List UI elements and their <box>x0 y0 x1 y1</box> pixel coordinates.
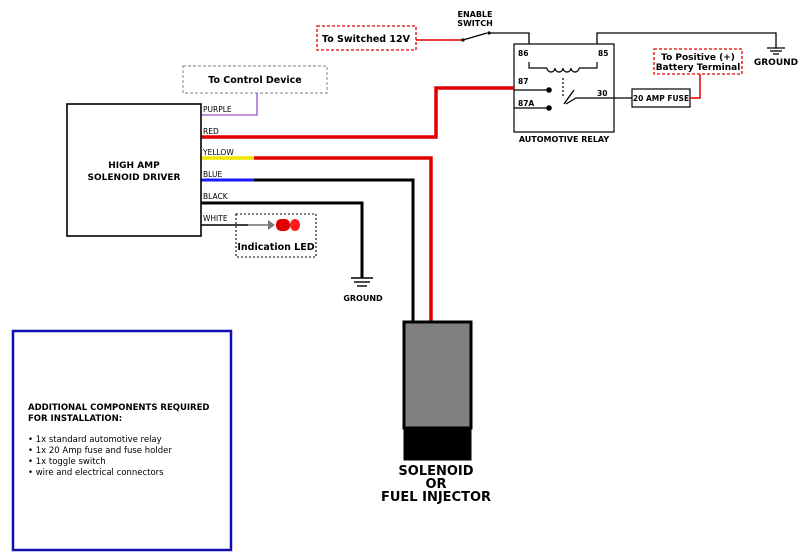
components-item: • 1x standard automotive relay <box>28 435 162 445</box>
yellow-red-wire <box>254 156 433 322</box>
components-title-line2: FOR INSTALLATION: <box>28 414 122 424</box>
relay-pin-87a: 87A <box>518 99 534 108</box>
relay-box <box>513 43 615 133</box>
relay-contacts <box>514 78 614 111</box>
ground-bottom-icon <box>351 277 373 287</box>
driver-title-line2: SOLENOID DRIVER <box>88 173 181 183</box>
ground-top-icon <box>767 47 785 55</box>
fuse-battery-wire <box>690 74 701 99</box>
battery-terminal-box <box>653 48 743 75</box>
black-wire <box>201 201 364 278</box>
relay-pin-86: 86 <box>518 49 528 58</box>
solenoid-body <box>402 320 473 430</box>
solenoid-label-line1: SOLENOID <box>398 464 473 479</box>
red-wire <box>201 86 514 139</box>
wire-label-yellow: YELLOW <box>202 148 234 157</box>
led-box <box>235 213 317 258</box>
components-list: • 1x standard automotive relay • 1x 20 A… <box>28 435 172 478</box>
wire-label-purple: PURPLE <box>203 105 232 114</box>
solenoid-base <box>403 427 472 461</box>
relay-pin-87: 87 <box>518 77 528 86</box>
relay-pin-85: 85 <box>598 49 608 58</box>
components-item: • 1x toggle switch <box>28 457 106 467</box>
battery-terminal-line2: Battery Terminal <box>656 63 741 73</box>
ground-top-label: GROUND <box>754 58 798 68</box>
led-icon <box>248 219 300 231</box>
ground-bottom-label: GROUND <box>343 294 383 303</box>
enable-switch-label-line2: SWITCH <box>457 19 493 28</box>
relay-pin-30: 30 <box>597 89 607 98</box>
solenoid-label-line3: FUEL INJECTOR <box>381 490 491 505</box>
battery-terminal-line1: To Positive (+) <box>661 53 735 63</box>
wire-label-white: WHITE <box>203 214 228 223</box>
control-device-label: To Control Device <box>208 75 301 86</box>
components-item: • wire and electrical connectors <box>28 468 164 478</box>
components-box <box>11 329 233 552</box>
fuse-label: 20 AMP FUSE <box>633 94 689 103</box>
driver-box <box>66 103 202 237</box>
switched-12v-label: To Switched 12V <box>322 34 411 45</box>
control-device-box <box>182 65 328 94</box>
relay-caption: AUTOMOTIVE RELAY <box>519 135 609 144</box>
blue-black-wire <box>254 178 415 322</box>
purple-wire <box>201 93 258 116</box>
relay-coil <box>528 62 598 73</box>
solenoid-label-line2: OR <box>425 477 446 492</box>
components-title-line1: ADDITIONAL COMPONENTS REQUIRED <box>28 403 209 413</box>
driver-title-line1: HIGH AMP <box>108 161 160 171</box>
wire-label-red: RED <box>203 127 219 136</box>
components-item: • 1x 20 Amp fuse and fuse holder <box>28 446 172 456</box>
enable-switch-label-line1: ENABLE <box>457 10 492 19</box>
switched-12v-box <box>316 25 417 51</box>
led-label: Indication LED <box>237 242 314 253</box>
wire-label-blue: BLUE <box>203 170 222 179</box>
wire-label-black: BLACK <box>203 192 229 201</box>
